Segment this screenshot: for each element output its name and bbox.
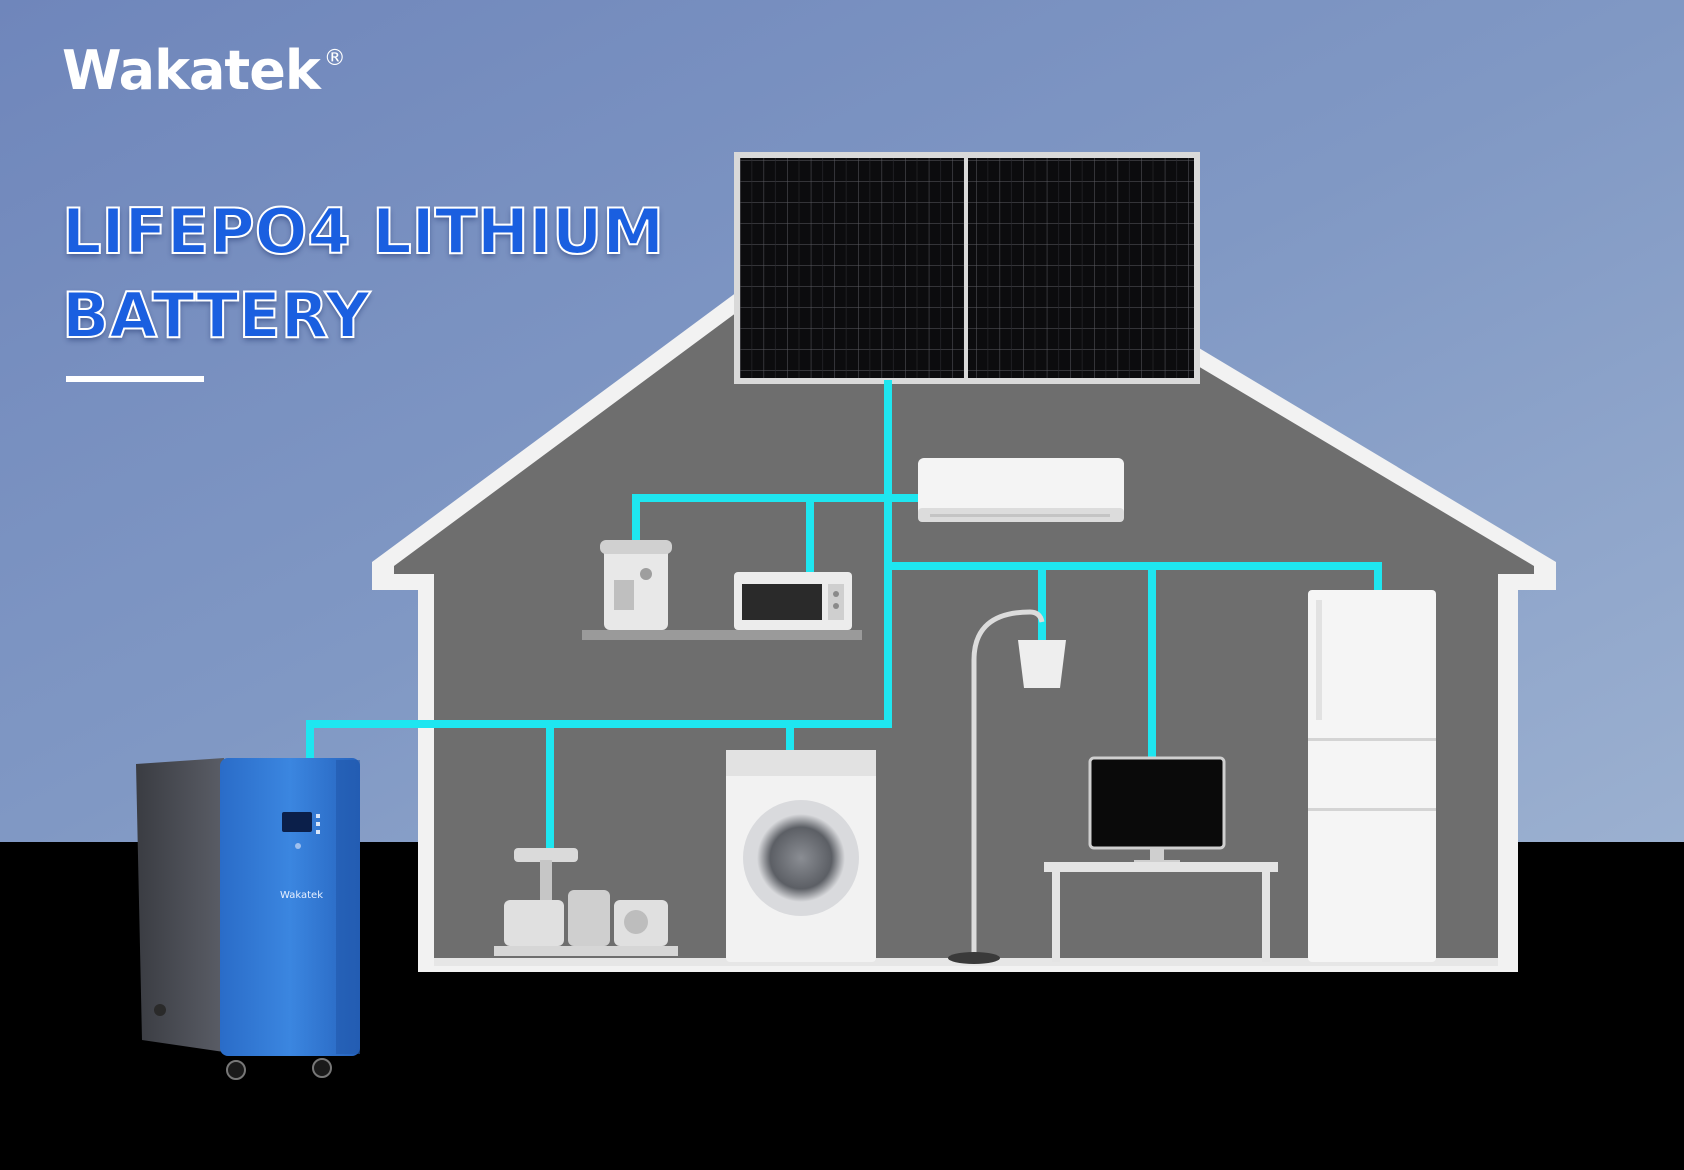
floor-lamp bbox=[948, 609, 1066, 964]
brand-name: Wakatek bbox=[62, 39, 321, 102]
water-pump bbox=[494, 848, 678, 956]
washing-machine bbox=[726, 750, 876, 962]
battery-brand-label: Wakatek bbox=[280, 890, 323, 901]
page-headline: LIFEPO4 LITHIUM BATTERY bbox=[61, 190, 665, 358]
refrigerator bbox=[1308, 590, 1436, 962]
headline-line-1: LIFEPO4 LITHIUM bbox=[61, 194, 665, 269]
headline-underline bbox=[66, 376, 204, 382]
battery-unit: Wakatek bbox=[136, 758, 360, 1080]
microwave bbox=[734, 572, 852, 630]
registered-mark: ® bbox=[323, 46, 346, 71]
computer-desk bbox=[1044, 756, 1278, 962]
coffee-machine bbox=[600, 540, 672, 630]
air-conditioner bbox=[918, 458, 1124, 522]
headline-line-2: BATTERY bbox=[61, 278, 371, 353]
brand-logo: Wakatek® bbox=[62, 44, 346, 98]
power-wiring bbox=[306, 380, 1382, 854]
kitchen-shelf bbox=[582, 540, 862, 640]
solar-panel bbox=[734, 152, 1200, 384]
